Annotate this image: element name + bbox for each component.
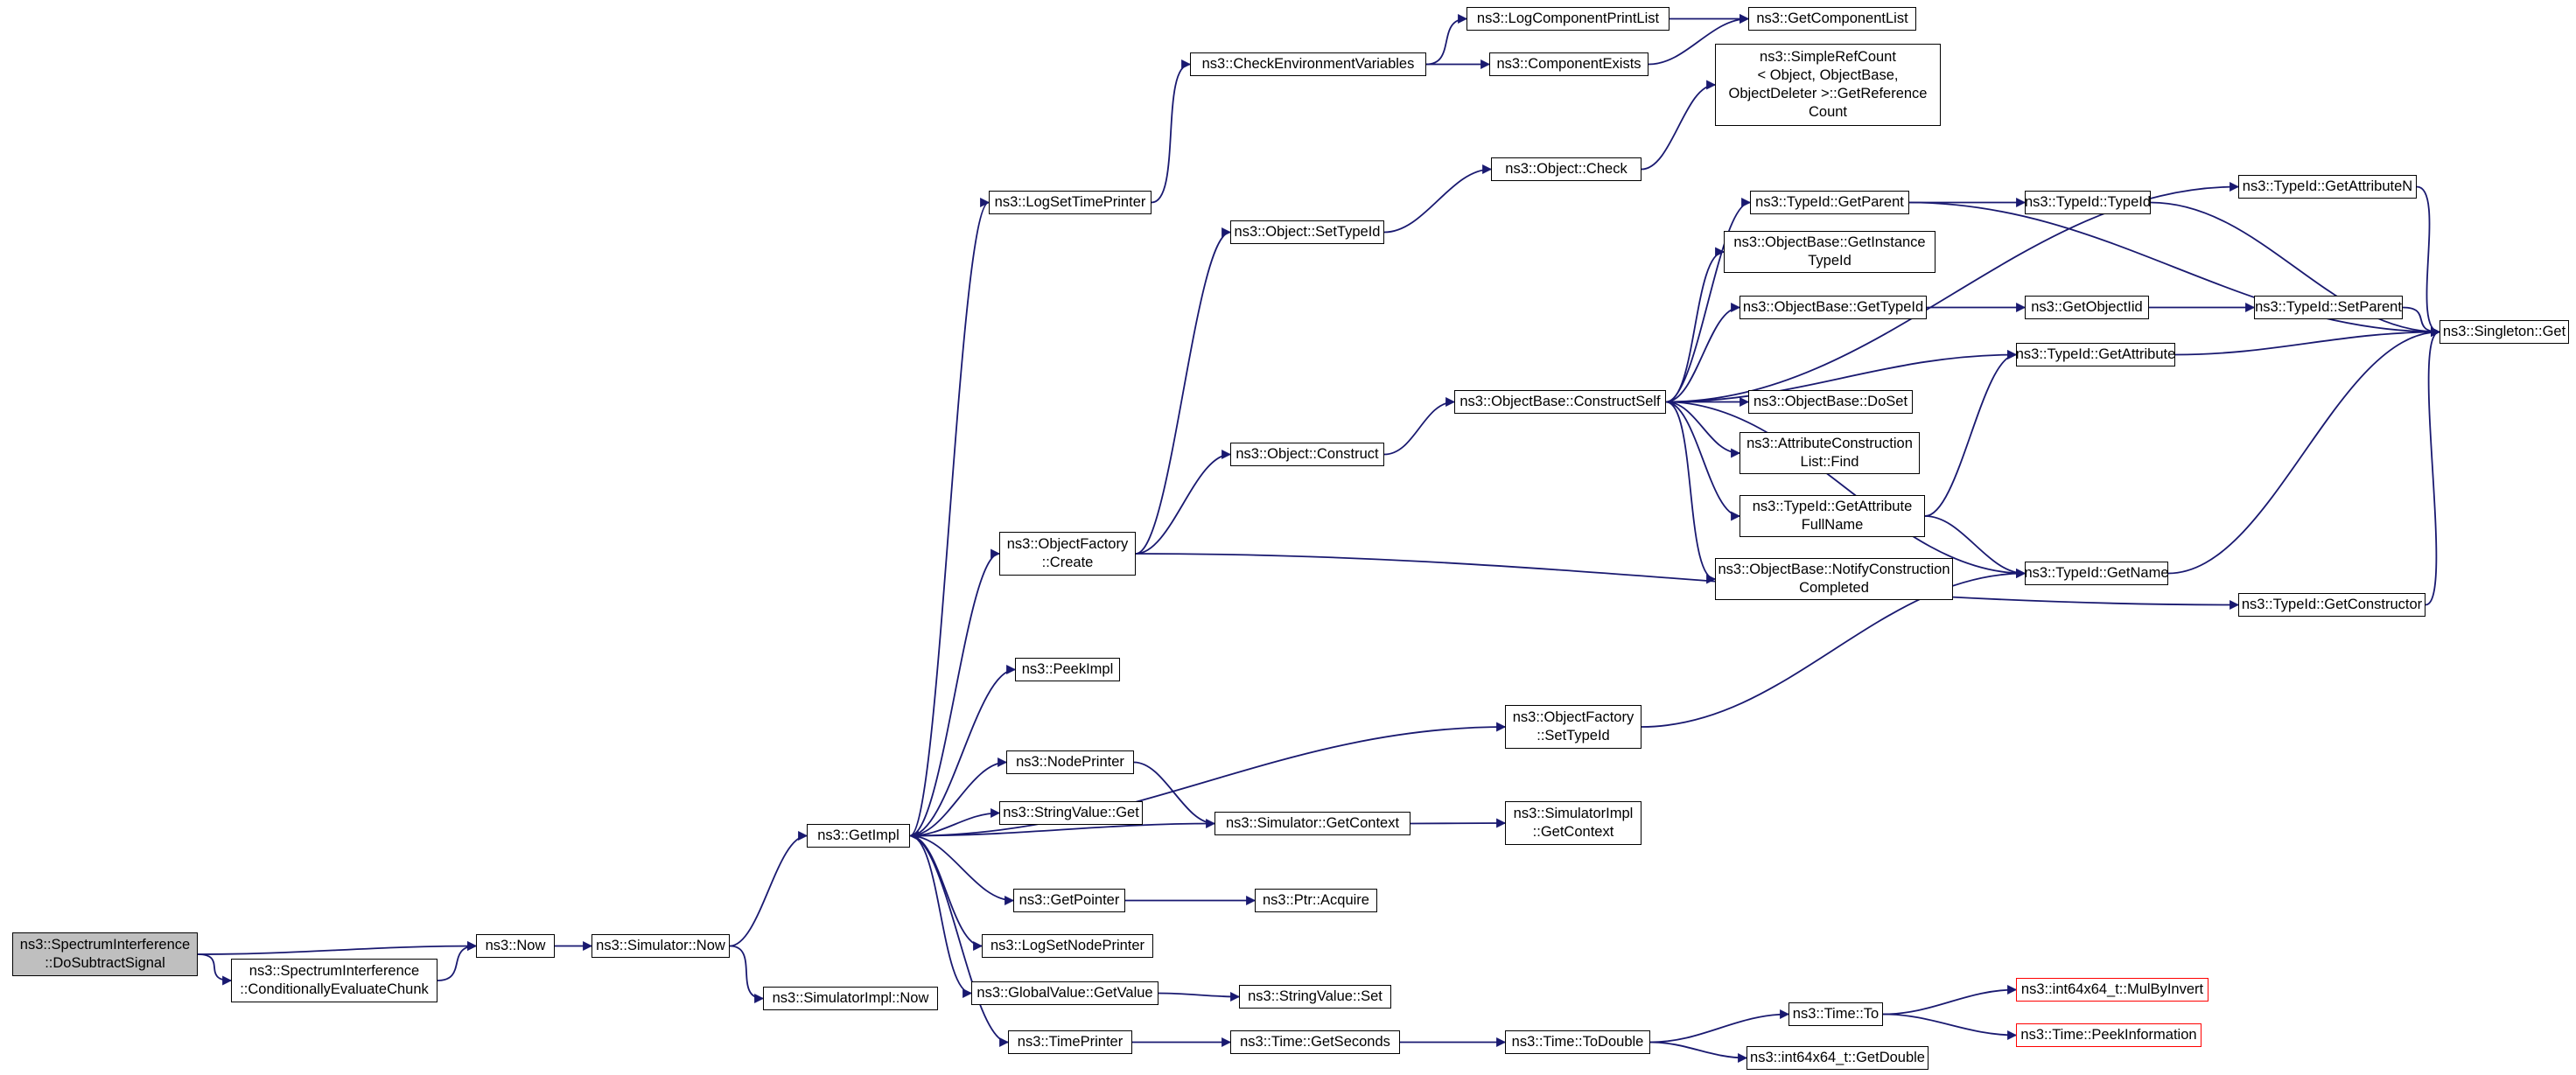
graph-node-DoSubtractSignal[interactable]: ns3::SpectrumInterference ::DoSubtractSi…: [12, 932, 198, 976]
graph-node-NodePrinter[interactable]: ns3::NodePrinter: [1006, 750, 1134, 774]
graph-node-StringValueGet[interactable]: ns3::StringValue::Get: [999, 801, 1143, 825]
edge-LogSetTimePrinter-to-CheckEnvironmentVariables: [1151, 59, 1192, 204]
graph-node-ObjectSetTypeId[interactable]: ns3::Object::SetTypeId: [1230, 220, 1384, 244]
edge-TypeIdGetAttribute-to-SingletonGet: [2174, 327, 2441, 356]
edge-ObjectFactoryCreate-to-TypeIdGetConstructor: [1135, 553, 2240, 610]
edge-GetImpl-to-ObjectFactorySetTypeId: [909, 722, 1507, 837]
graph-node-ObjectFactorySetTypeId[interactable]: ns3::ObjectFactory ::SetTypeId: [1505, 705, 1642, 749]
graph-node-TimeGetSeconds[interactable]: ns3::Time::GetSeconds: [1230, 1030, 1400, 1054]
edge-ObjectFactorySetTypeId-to-TypeIdGetName: [1641, 569, 2026, 728]
edge-TypeIdGetConstructor-to-SingletonGet: [2425, 327, 2441, 606]
edge-TypeIdGetAttributeN-to-SingletonGet: [2416, 185, 2441, 337]
edge-ConstructSelf-to-ObjectBaseGetTypeId: [1665, 303, 1741, 403]
graph-node-PeekImpl[interactable]: ns3::PeekImpl: [1015, 658, 1120, 681]
graph-node-MulByInvert[interactable]: ns3::int64x64_t::MulByInvert: [2016, 978, 2208, 1002]
graph-node-TimeToDouble[interactable]: ns3::Time::ToDouble: [1505, 1030, 1650, 1054]
edge-DoSubtractSignal-to-ConditionallyEvaluateChunk: [197, 953, 233, 986]
graph-node-SimulatorImplGetContext[interactable]: ns3::SimulatorImpl ::GetContext: [1505, 801, 1642, 845]
graph-node-ObjectBaseGetTypeId[interactable]: ns3::ObjectBase::GetTypeId: [1740, 296, 1927, 319]
edge-TimeTo-to-MulByInvert: [1882, 985, 2018, 1016]
graph-node-ObjectFactoryCreate[interactable]: ns3::ObjectFactory ::Create: [999, 532, 1136, 576]
edge-ObjectCheck-to-GetReferenceCount: [1641, 80, 1717, 171]
graph-node-TypeIdTypeId[interactable]: ns3::TypeId::TypeId: [2025, 191, 2151, 214]
graph-node-GetReferenceCount[interactable]: ns3::SimpleRefCount < Object, ObjectBase…: [1715, 44, 1941, 126]
edge-ConstructSelf-to-TypeIdGetAttribute: [1665, 350, 2018, 403]
graph-node-TypeIdGetAttributeN[interactable]: ns3::TypeId::GetAttributeN: [2238, 175, 2417, 199]
edge-TypeIdTypeId-to-SingletonGet: [2150, 201, 2441, 337]
edge-ConstructSelf-to-AttributeConstructionListFind: [1665, 401, 1741, 458]
graph-node-ObjectCheck[interactable]: ns3::Object::Check: [1491, 157, 1642, 181]
edge-TimeTo-to-PeekInformation: [1882, 1013, 2018, 1040]
edge-TypeIdGetParent-to-SingletonGet: [1908, 201, 2441, 337]
edge-TimeToDouble-to-TimeTo: [1649, 1009, 1790, 1044]
edge-ObjectFactoryCreate-to-ObjectSetTypeId: [1135, 227, 1232, 555]
edge-GetImpl-to-GlobalValueGetValue: [909, 834, 973, 998]
edge-DoSubtractSignal-to-Now: [197, 941, 478, 955]
graph-node-SimulatorNow[interactable]: ns3::Simulator::Now: [592, 934, 730, 958]
graph-node-TimeTo[interactable]: ns3::Time::To: [1788, 1002, 1883, 1026]
edge-GetImpl-to-NodePrinter: [909, 757, 1008, 837]
graph-node-CheckEnvironmentVariables[interactable]: ns3::CheckEnvironmentVariables: [1190, 52, 1426, 76]
edge-ConstructSelf-to-NotifyConstructionCompleted: [1665, 401, 1717, 584]
graph-node-PtrAcquire[interactable]: ns3::Ptr::Acquire: [1255, 889, 1377, 912]
graph-node-ComponentExists[interactable]: ns3::ComponentExists: [1489, 52, 1648, 76]
edge-ConstructSelf-to-GetAttributeFullName: [1665, 401, 1741, 521]
edge-TimeToDouble-to-Int64GetDouble: [1649, 1041, 1748, 1063]
edge-ObjectFactoryCreate-to-ObjectConstruct: [1135, 450, 1232, 555]
graph-node-LogSetTimePrinter[interactable]: ns3::LogSetTimePrinter: [989, 191, 1152, 214]
edge-group: [197, 14, 2441, 1063]
graph-node-GetPointer[interactable]: ns3::GetPointer: [1013, 889, 1125, 912]
graph-node-TypeIdGetAttribute[interactable]: ns3::TypeId::GetAttribute: [2016, 343, 2175, 366]
graph-node-SimulatorImplNow[interactable]: ns3::SimulatorImpl::Now: [763, 987, 938, 1010]
graph-node-TypeIdGetParent[interactable]: ns3::TypeId::GetParent: [1750, 191, 1909, 214]
graph-node-LogComponentPrintList[interactable]: ns3::LogComponentPrintList: [1466, 7, 1670, 31]
edge-ObjectConstruct-to-ConstructSelf: [1383, 397, 1456, 456]
edge-GetImpl-to-GetPointer: [909, 834, 1015, 905]
graph-node-TypeIdGetName[interactable]: ns3::TypeId::GetName: [2024, 562, 2169, 585]
edge-ConstructSelf-to-TypeIdGetName: [1665, 401, 2026, 578]
graph-node-GetInstanceTypeId[interactable]: ns3::ObjectBase::GetInstance TypeId: [1724, 231, 1936, 273]
edge-ComponentExists-to-GetComponentList: [1648, 14, 1750, 66]
graph-node-GlobalValueGetValue[interactable]: ns3::GlobalValue::GetValue: [971, 981, 1158, 1005]
edge-ConstructSelf-to-GetInstanceTypeId: [1665, 247, 1726, 403]
edge-GetAttributeFullName-to-TypeIdGetName: [1924, 515, 2026, 578]
edge-GetImpl-to-PeekImpl: [909, 665, 1017, 837]
graph-node-AttributeConstructionListFind[interactable]: ns3::AttributeConstruction List::Find: [1740, 432, 1920, 474]
graph-node-TypeIdSetParent[interactable]: ns3::TypeId::SetParent: [2254, 296, 2403, 319]
graph-node-TimePrinter[interactable]: ns3::TimePrinter: [1008, 1030, 1132, 1054]
graph-node-ConditionallyEvaluateChunk[interactable]: ns3::SpectrumInterference ::Conditionall…: [231, 959, 438, 1002]
edge-GetAttributeFullName-to-TypeIdGetAttribute: [1924, 350, 2018, 517]
edge-GlobalValueGetValue-to-StringValueSet: [1158, 991, 1241, 1002]
edge-SimulatorGetContext-to-GetImpl: [908, 822, 1215, 841]
graph-node-GetComponentList[interactable]: ns3::GetComponentList: [1748, 7, 1916, 31]
edge-GetImpl-to-ObjectFactoryCreate: [909, 548, 1001, 837]
graph-node-StringValueSet[interactable]: ns3::StringValue::Set: [1239, 985, 1391, 1009]
graph-node-TypeIdGetConstructor[interactable]: ns3::TypeId::GetConstructor: [2238, 593, 2426, 617]
edge-TypeIdGetName-to-SingletonGet: [2167, 327, 2441, 575]
graph-node-Int64GetDouble[interactable]: ns3::int64x64_t::GetDouble: [1746, 1046, 1928, 1070]
edge-GetImpl-to-LogSetTimePrinter: [909, 198, 990, 837]
edge-SimulatorNow-to-GetImpl: [729, 831, 808, 947]
graph-node-LogSetNodePrinter[interactable]: ns3::LogSetNodePrinter: [982, 934, 1153, 958]
graph-node-ObjectBaseDoSet[interactable]: ns3::ObjectBase::DoSet: [1748, 390, 1913, 414]
graph-node-PeekInformation[interactable]: ns3::Time::PeekInformation: [2016, 1023, 2202, 1047]
edge-ConstructSelf-to-TypeIdGetAttributeN: [1665, 182, 2240, 403]
graph-node-SimulatorGetContext[interactable]: ns3::Simulator::GetContext: [1214, 812, 1410, 835]
edge-SimulatorGetContext-to-SimulatorImplGetContext: [1410, 818, 1507, 828]
graph-node-GetImpl[interactable]: ns3::GetImpl: [807, 824, 910, 848]
edge-NodePrinter-to-SimulatorGetContext: [1133, 761, 1216, 828]
graph-node-SingletonGet[interactable]: ns3::Singleton::Get: [2440, 320, 2569, 344]
edge-GetImpl-to-TimePrinter: [909, 834, 1010, 1047]
graph-node-GetObjectIid[interactable]: ns3::GetObjectIid: [2025, 296, 2149, 319]
edge-CheckEnvironmentVariables-to-LogComponentPrintList: [1425, 14, 1468, 66]
graph-node-GetAttributeFullName[interactable]: ns3::TypeId::GetAttribute FullName: [1740, 495, 1925, 537]
graph-node-Now[interactable]: ns3::Now: [476, 934, 555, 958]
graph-node-ConstructSelf[interactable]: ns3::ObjectBase::ConstructSelf: [1454, 390, 1666, 414]
edge-ConditionallyEvaluateChunk-to-Now: [437, 941, 478, 981]
graph-node-NotifyConstructionCompleted[interactable]: ns3::ObjectBase::NotifyConstruction Comp…: [1715, 558, 1953, 600]
edge-ObjectSetTypeId-to-ObjectCheck: [1383, 164, 1493, 234]
graph-node-ObjectConstruct[interactable]: ns3::Object::Construct: [1230, 443, 1384, 466]
edge-SimulatorNow-to-SimulatorImplNow: [729, 945, 765, 1003]
